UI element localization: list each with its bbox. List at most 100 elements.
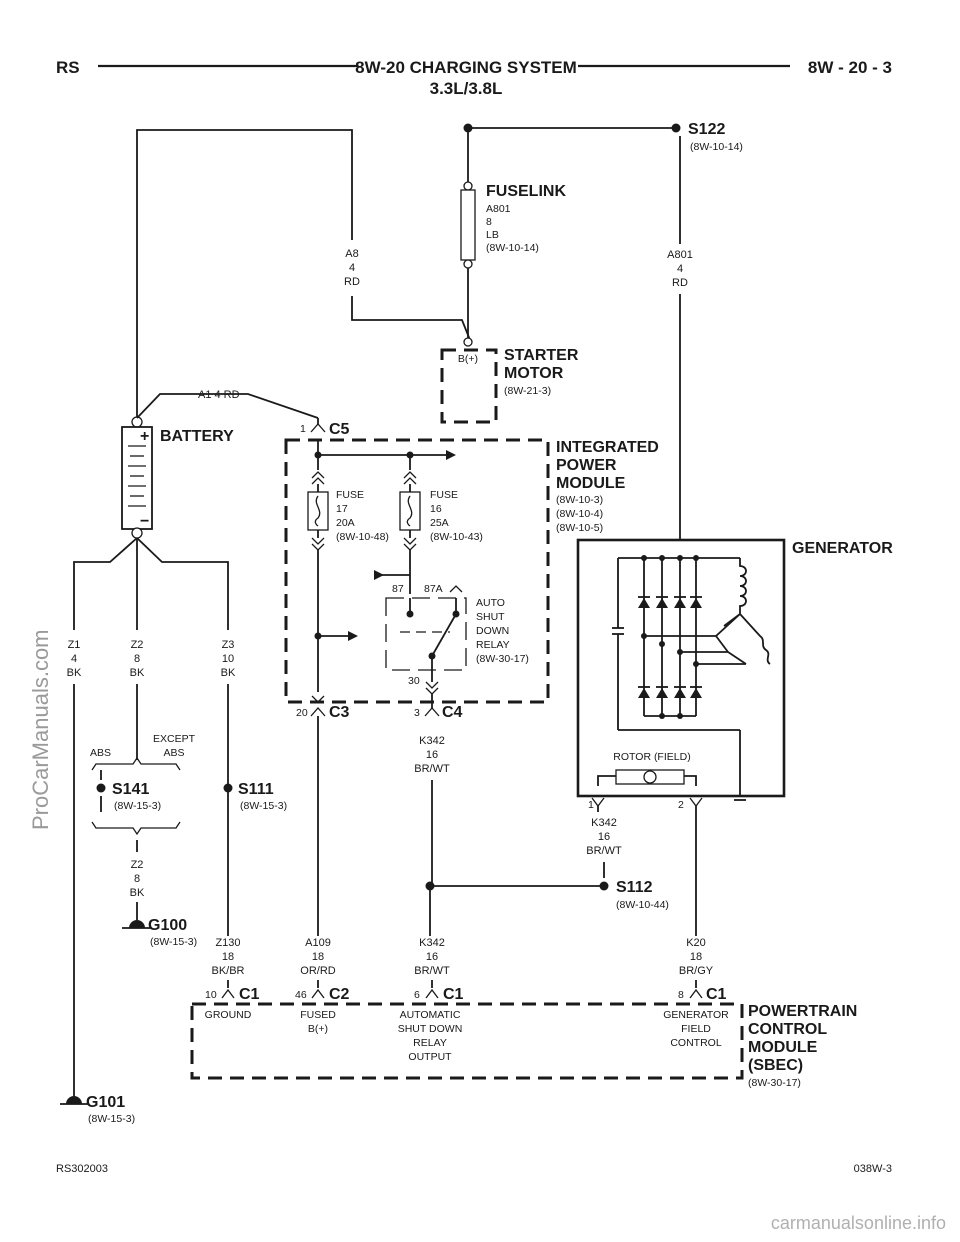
s111-splice-label: S111 <box>238 781 274 798</box>
pcm-label-2: CONTROL <box>748 1021 827 1038</box>
wire-z2-gauge: 8 <box>134 653 140 665</box>
s122-splice-ref: (8W-10-14) <box>690 141 743 153</box>
pcm-label-3: MODULE <box>748 1039 818 1056</box>
asd-label-3: DOWN <box>476 625 509 637</box>
wire-k342b-circuit: K342 <box>591 817 617 829</box>
wire-k342b-color: BR/WT <box>586 845 622 857</box>
wire-a8-color: RD <box>344 276 360 288</box>
wire-z3-circuit: Z3 <box>222 639 235 651</box>
asd-label-4: RELAY <box>476 639 510 651</box>
wire-a8-circuit: A8 <box>345 248 358 260</box>
s122-splice-dot <box>671 123 681 133</box>
fuse17-number: 17 <box>336 503 348 515</box>
pcm-c1c-func-1: GENERATOR <box>663 1009 729 1021</box>
wire-z3-gauge: 10 <box>222 653 234 665</box>
g101-label: G101 <box>86 1094 125 1111</box>
footer-figure-id: RS302003 <box>56 1163 108 1175</box>
wire-k342c-circuit: K342 <box>419 937 445 949</box>
battery-plus: + <box>140 428 149 445</box>
s112-splice-ref: (8W-10-44) <box>616 899 669 911</box>
asd-ref: (8W-30-17) <box>476 653 529 665</box>
c3-label: C3 <box>329 704 350 721</box>
wire-z130-gauge: 18 <box>222 951 234 963</box>
wire-a801-gauge: 4 <box>677 263 683 275</box>
ipm-label-3: MODULE <box>556 475 626 492</box>
ipm-label-1: INTEGRATED <box>556 439 659 456</box>
s112-splice-dot <box>599 881 609 891</box>
fuselink-symbol <box>460 189 476 261</box>
pcm-c2-pin: 46 <box>295 989 307 1001</box>
s141-splice-label: S141 <box>112 781 149 798</box>
fuse16-number: 16 <box>430 503 442 515</box>
pcm-c1b-func-2: SHUT DOWN <box>398 1023 463 1035</box>
s112-splice-label: S112 <box>616 879 653 896</box>
powertrain-control-module: POWERTRAIN CONTROL MODULE (SBEC) (8W-30-… <box>190 986 857 1089</box>
wire-a801-circuit: A801 <box>667 249 693 261</box>
side-watermark: ProCarManuals.com <box>28 629 53 830</box>
wire-k342a-circuit: K342 <box>419 735 445 747</box>
footer-page-id: 038W-3 <box>854 1163 892 1175</box>
fuse16-label: FUSE <box>430 489 458 501</box>
fuselink-ref: (8W-10-14) <box>486 242 539 254</box>
wire-a109-color: OR/RD <box>300 965 336 977</box>
rectifier-bridge <box>638 555 746 719</box>
generator-pin-1: 1 <box>588 799 594 811</box>
pcm-c1b-func-1: AUTOMATIC <box>400 1009 461 1021</box>
fuse17-symbol <box>307 491 329 531</box>
rotor-label: ROTOR (FIELD) <box>613 751 690 763</box>
pcm-c1a-pin: 10 <box>205 989 217 1001</box>
fuse17-label: FUSE <box>336 489 364 501</box>
wire-k342a-color: BR/WT <box>414 763 450 775</box>
wire-z2-circuit: Z2 <box>131 639 144 651</box>
s122-splice-label: S122 <box>688 121 725 138</box>
wire-a8-gauge: 4 <box>349 262 355 274</box>
header-title: 8W-20 CHARGING SYSTEM <box>355 58 577 77</box>
middle-wires: A109 18 OR/RD K342 16 BR/WT S112 (8W-10-… <box>300 716 669 988</box>
fuse17-ref: (8W-10-48) <box>336 531 389 543</box>
battery-label: BATTERY <box>160 428 234 445</box>
starter-motor: B(+) STARTER MOTOR (8W-21-3) <box>440 337 579 424</box>
starter-label-1: STARTER <box>504 347 579 364</box>
ipm-ref-2: (8W-10-4) <box>556 508 603 520</box>
wire-a109-gauge: 18 <box>312 951 324 963</box>
fuselink-color: LB <box>486 229 499 241</box>
wire-k342b-gauge: 16 <box>598 831 610 843</box>
wire-z130-color: BK/BR <box>211 965 244 977</box>
pcm-label-1: POWERTRAIN <box>748 1003 857 1020</box>
ipm-ref-1: (8W-10-3) <box>556 494 603 506</box>
fuselink-label: FUSELINK <box>486 183 566 200</box>
wire-k342a-gauge: 16 <box>426 749 438 761</box>
pcm-c1c-func-3: CONTROL <box>670 1037 721 1049</box>
fuse16-ref: (8W-10-43) <box>430 531 483 543</box>
g101-ref: (8W-15-3) <box>88 1113 135 1125</box>
option-abs: ABS <box>90 747 111 759</box>
wire-z2b-color: BK <box>130 887 145 899</box>
starter-ref: (8W-21-3) <box>504 385 551 397</box>
generator-housing <box>576 538 786 798</box>
pcm-c1b-pin: 6 <box>414 989 420 1001</box>
wire-a801-color: RD <box>672 277 688 289</box>
c4-pin: 3 <box>414 707 420 719</box>
wire-z130-circuit: Z130 <box>215 937 240 949</box>
wire-k20-circuit: K20 <box>686 937 706 949</box>
header-subtitle: 3.3L/3.8L <box>430 79 503 98</box>
pcm-c2-func-2: B(+) <box>308 1023 328 1035</box>
header-page-number: 8W - 20 - 3 <box>808 58 892 77</box>
stator-winding <box>715 558 771 665</box>
g100-ref: (8W-15-3) <box>150 936 197 948</box>
generator-label: GENERATOR <box>792 540 893 557</box>
wire-k20-gauge: 18 <box>690 951 702 963</box>
pcm-c2-func-1: FUSED <box>300 1009 336 1021</box>
wire-z1-color: BK <box>67 667 82 679</box>
pcm-c1b-func-4: OUTPUT <box>408 1051 452 1063</box>
wire-a1-label: A1 4 RD <box>198 389 240 401</box>
ipm-ref-3: (8W-10-5) <box>556 522 603 534</box>
wire-a109-circuit: A109 <box>305 937 331 949</box>
c5-pin: 1 <box>300 423 306 435</box>
wire-z1-circuit: Z1 <box>68 639 81 651</box>
asd-pin-30: 30 <box>408 675 420 687</box>
ipm-label-2: POWER <box>556 457 617 474</box>
fuse16-symbol <box>399 491 421 531</box>
c3-pin: 20 <box>296 707 308 719</box>
